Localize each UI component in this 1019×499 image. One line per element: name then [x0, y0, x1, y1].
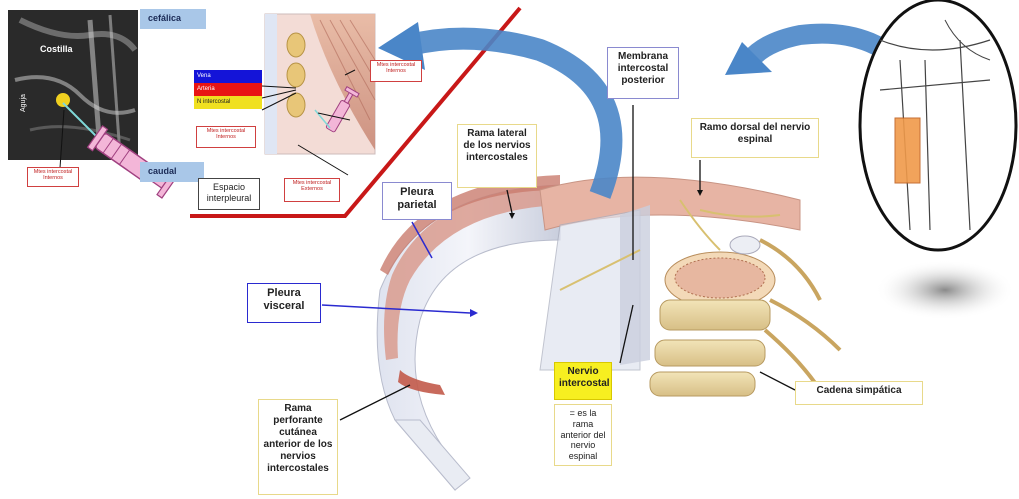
ultrasound-image [8, 10, 138, 160]
inset-muscle-tissue [265, 14, 375, 154]
nervio-desc-label: = es la rama anterior del nervio espinal [554, 404, 612, 466]
ramo-dorsal-label: Ramo dorsal del nervio espinal [691, 118, 819, 158]
membrana-label: Membrana intercostal posterior [607, 47, 679, 99]
shadow-ellipse [875, 260, 1015, 320]
tag-bottom: Mtes intercostal Externos [284, 178, 340, 202]
tag-top-right: Mtes intercostal Internos [370, 60, 422, 82]
costilla-label: Costilla [40, 44, 73, 54]
rama-perforante-label: Rama perforante cutánea anterior de los … [258, 399, 338, 495]
cefalica-label: cefálica [140, 9, 206, 29]
nervio-intercostal-label: Nervio intercostal [554, 362, 612, 400]
vertical-tag-label: Aguja [20, 94, 27, 112]
espacio-label: Espacio interpleural [198, 178, 260, 210]
rama-lateral-label: Rama lateral de los nervios intercostale… [457, 124, 537, 188]
cadena-label: Cadena simpática [795, 381, 923, 405]
caudal-label: caudal [140, 162, 204, 182]
key-arteria: Arteria [194, 83, 262, 96]
back-oval-illustration [860, 0, 1016, 250]
pleura-parietal-label: Pleura parietal [382, 182, 452, 220]
key-nervio: N intercostal [194, 96, 262, 109]
tag-mid: Mtes intercostal Internos [196, 126, 256, 148]
tag-left: Mtes intercostal Internos [27, 167, 79, 187]
pleura-visceral-label: Pleura visceral [247, 283, 321, 323]
key-vena: Vena [194, 70, 262, 83]
